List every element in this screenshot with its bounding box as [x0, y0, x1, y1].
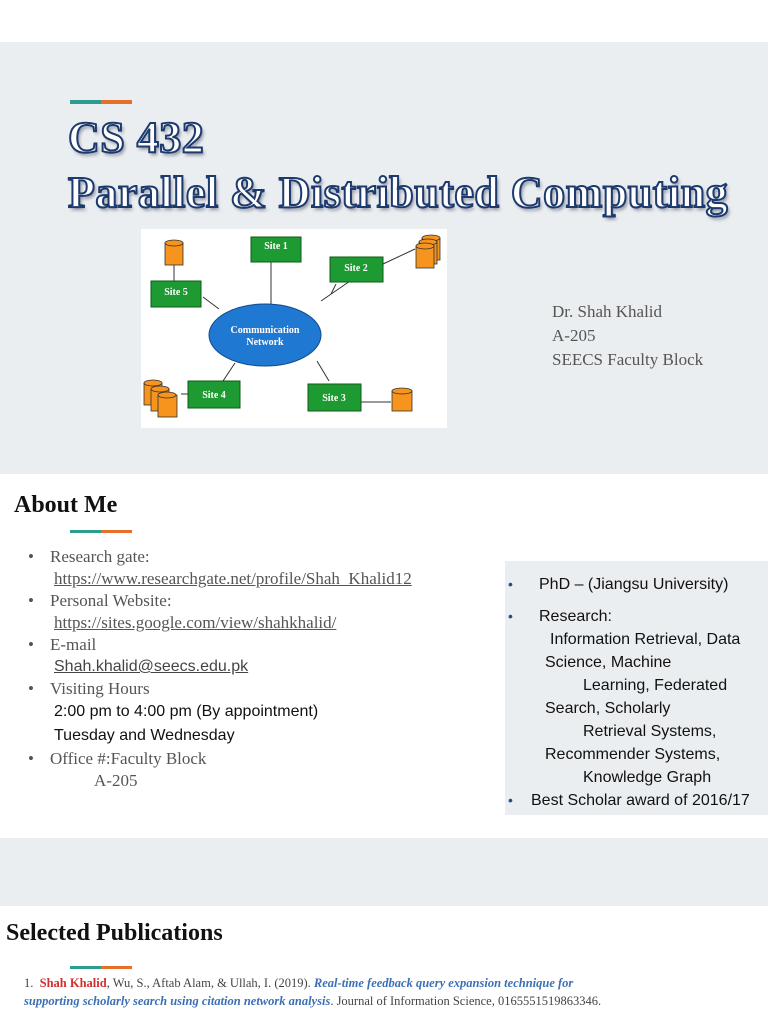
title-slide: CS 432 Parallel & Distributed Computing …	[0, 42, 768, 474]
site-5-label: Site 5	[164, 287, 188, 298]
research-line: Learning, Federated	[583, 677, 728, 694]
course-code: CS 432	[67, 112, 205, 163]
credentials-box: •PhD – (Jiangsu University) •Research: I…	[505, 561, 768, 815]
site-4-box: Site 4	[187, 380, 241, 409]
site-4-label: Site 4	[202, 390, 226, 401]
database-icon	[164, 239, 184, 266]
publication-authors: , Wu, S., Aftab Alam, & Ullah, I. (2019)…	[106, 976, 314, 990]
site-1-label: Site 1	[264, 241, 288, 252]
research-line: Science, Machine	[545, 654, 672, 671]
site-3-label: Site 3	[322, 393, 346, 404]
about-slide: About Me Research gate: https://www.rese…	[0, 474, 768, 838]
course-title: Parallel & Distributed Computing	[67, 167, 729, 218]
database-icon	[391, 387, 413, 412]
office-label: Office #:Faculty Block	[26, 748, 496, 770]
research-line: Search, Scholarly	[545, 700, 671, 717]
website-label: Personal Website:	[26, 590, 496, 612]
hours-time: 2:00 pm to 4:00 pm (By appointment)	[54, 703, 319, 720]
site-5-box: Site 5	[150, 280, 202, 308]
accent-bar	[70, 966, 132, 969]
website-link[interactable]: https://sites.google.com/view/shahkhalid…	[54, 613, 337, 632]
network-label-1: Communication	[231, 325, 300, 336]
site-2-box: Site 2	[329, 256, 384, 283]
research-line: Information Retrieval, Data	[550, 631, 741, 648]
instructor-room: A-205	[552, 326, 596, 345]
phd-text: PhD – (Jiangsu University)	[539, 576, 729, 593]
research-label: Research:	[539, 608, 612, 625]
research-gate-label: Research gate:	[26, 546, 496, 568]
publications-title: Selected Publications	[6, 920, 223, 946]
research-line: Recommender Systems,	[545, 746, 721, 763]
research-line: Knowledge Graph	[583, 769, 712, 786]
publication-title: Real-time feedback query expansion techn…	[24, 976, 574, 1008]
about-title: About Me	[14, 492, 118, 518]
office-room: A-205	[94, 771, 138, 790]
email-link[interactable]: Shah.khalid@seecs.edu.pk	[54, 658, 249, 675]
accent-bar	[70, 530, 132, 533]
publications-slide: Selected Publications 1. Shah Khalid, Wu…	[0, 906, 768, 1024]
hours-label: Visiting Hours	[26, 678, 496, 700]
publication-item: 1. Shah Khalid, Wu, S., Aftab Alam, & Ul…	[24, 974, 624, 1010]
hours-days: Tuesday and Wednesday	[54, 727, 235, 744]
site-2-label: Site 2	[344, 263, 368, 274]
publication-author-highlight: Shah Khalid	[39, 976, 107, 990]
instructor-name: Dr. Shah Khalid	[552, 302, 663, 321]
instructor-block: SEECS Faculty Block	[552, 350, 704, 369]
network-label-2: Network	[246, 337, 284, 348]
award-text: Best Scholar award of 2016/17	[531, 792, 750, 809]
network-diagram: Communication Network Site 1 Site 2 Site…	[141, 229, 447, 428]
research-line: Retrieval Systems,	[583, 723, 717, 740]
contact-list: Research gate: https://www.researchgate.…	[26, 546, 496, 792]
accent-bar	[70, 100, 132, 104]
database-icon	[143, 379, 178, 418]
publication-journal: . Journal of Information Science, 016555…	[330, 994, 602, 1008]
site-3-box: Site 3	[307, 383, 362, 412]
research-gate-link[interactable]: https://www.researchgate.net/profile/Sha…	[54, 569, 412, 588]
slide-gap	[0, 838, 768, 906]
database-icon	[415, 234, 441, 269]
publication-number: 1.	[24, 976, 34, 990]
site-1-box: Site 1	[250, 236, 302, 263]
email-label: E-mail	[26, 634, 496, 656]
network-ellipse	[208, 303, 322, 367]
